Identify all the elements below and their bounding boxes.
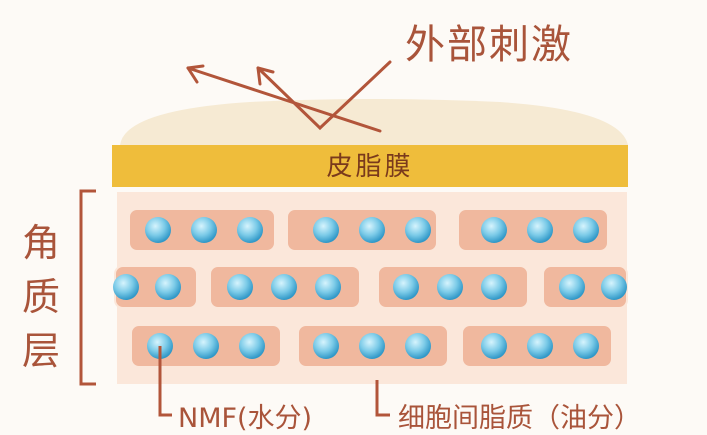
- corneocyte-cells: [113, 208, 628, 368]
- nmf-water-dot: [601, 274, 627, 300]
- stratum-corneum-char-1: 角: [21, 221, 60, 265]
- nmf-water-dot: [559, 274, 585, 300]
- lipid-pointer-line: [375, 380, 390, 417]
- stratum-corneum-char-2: 质: [21, 275, 60, 319]
- nmf-water-dot: [437, 274, 463, 300]
- nmf-water-dot: [393, 274, 419, 300]
- nmf-water-dot: [405, 217, 431, 243]
- nmf-water-dot: [271, 274, 297, 300]
- nmf-water-dot: [573, 217, 599, 243]
- nmf-water-dot: [239, 333, 265, 359]
- nmf-water-dot: [313, 217, 339, 243]
- reflect-arrow-icon: [186, 60, 392, 133]
- nmf-water-dot: [145, 217, 171, 243]
- nmf-water-dot: [193, 333, 219, 359]
- intercellular-lipid-label: 细胞间脂质（油分）: [398, 403, 641, 434]
- bracket-icon: [79, 189, 96, 386]
- nmf-water-dot: [481, 333, 507, 359]
- nmf-water-dot: [527, 333, 553, 359]
- nmf-water-dot: [113, 274, 139, 300]
- stratum-corneum-label: 角 质 层: [20, 216, 62, 378]
- nmf-water-dot: [359, 217, 385, 243]
- nmf-label: NMF(水分): [178, 403, 313, 434]
- external-stimulus-title: 外部刺激: [405, 22, 573, 68]
- nmf-water-dot: [359, 333, 385, 359]
- nmf-water-dot: [237, 217, 263, 243]
- nmf-water-dot: [191, 217, 217, 243]
- lipid-film-bar: [112, 145, 628, 187]
- stratum-corneum-char-3: 层: [21, 329, 60, 373]
- sebum-dome: [120, 99, 628, 145]
- lipid-film-label: 皮脂膜: [326, 152, 414, 182]
- nmf-water-dot: [155, 274, 181, 300]
- nmf-pointer-line: [158, 346, 172, 417]
- nmf-water-dot: [481, 217, 507, 243]
- nmf-water-dot: [481, 274, 507, 300]
- nmf-water-dot: [315, 274, 341, 300]
- nmf-water-dot: [527, 217, 553, 243]
- nmf-water-dot: [227, 274, 253, 300]
- nmf-water-dot: [405, 333, 431, 359]
- nmf-water-dot: [313, 333, 339, 359]
- nmf-water-dot: [573, 333, 599, 359]
